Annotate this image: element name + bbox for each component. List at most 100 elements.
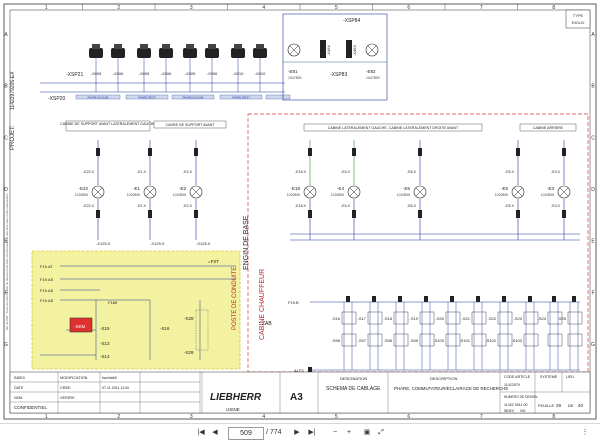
lamp-connector-label: -X006 <box>161 71 172 76</box>
lamp-conn: -E3.X <box>551 170 561 174</box>
cabine-chauffeur-label: CABINE CHAUFFEUR <box>259 269 266 340</box>
lamp-connector-label: -X006 <box>113 71 124 76</box>
lamp-code: 1020806 <box>127 193 140 197</box>
designation-label: DESIGNATION <box>340 376 367 381</box>
lamp-conn-bottom: -E18.X <box>295 204 307 208</box>
lamp-code: 1020806 <box>331 193 344 197</box>
cabin-relay-label: -S100 <box>433 338 444 343</box>
drawing-no-label: NUMERO DE DESSIN <box>504 395 538 399</box>
top-right-relay-block: -XSP84 -XSP83 -X464 -X463 -E91 1047800 -… <box>282 13 388 101</box>
cabin-switch-label: -S23 <box>514 316 523 321</box>
lamp-conn: -E1.X <box>137 170 147 174</box>
prev-page-icon[interactable]: ◀ <box>212 429 218 436</box>
fit-page-icon[interactable]: ▣ <box>363 429 371 436</box>
index-col: INDEX <box>14 376 26 380</box>
lamp-e91-code: 1047800 <box>288 76 302 80</box>
lieu-label: LIEU <box>566 375 574 379</box>
lamp-connector-3: -X006 <box>159 44 173 92</box>
title-block: MODIFICATION CREE VERIFIE 07.11.2011 11:… <box>9 371 591 414</box>
yellow-zone <box>31 250 241 370</box>
total-pages: / 774 <box>266 429 282 436</box>
page-number-input[interactable]: 509 <box>228 427 264 440</box>
lamp-id: -E22 <box>78 186 88 191</box>
yellow-zone-labels: F19.AT F19.AS F19.AS F19.AS F185 =FST -X… <box>40 241 219 305</box>
engin-de-base-label: ENGIN DE BASE <box>243 215 250 270</box>
col-header-modification: MODIFICATION <box>60 376 88 380</box>
column-label-bottom: 3 <box>190 414 193 420</box>
lamp-conn-bottom: -E2.X <box>183 204 193 208</box>
lamp-e91-label: -E91 <box>288 69 298 74</box>
switch-s15: -S15 <box>100 326 110 331</box>
format-label: A3 <box>290 392 303 403</box>
switch-s16: -S16 <box>160 326 170 331</box>
yellow-switches: -SEM -S15 -S13 -S14 -S16 -S28 -S29 <box>69 309 209 359</box>
fullscreen-icon[interactable]: ⤢ <box>378 429 384 436</box>
left-title-1: CABINE DE SUPPORT AVANT LATERALEMENT GAU… <box>60 122 156 126</box>
lamp-connector-label: -X005 <box>139 71 150 76</box>
cabin-relay-label: -S98 <box>384 338 393 343</box>
lamps-right-group: -E181020806-E18.X-E18.X-E41020806-E4.X-E… <box>287 140 580 241</box>
switch-s13: -S13 <box>100 341 110 346</box>
lamp-conn-bottom: -E5.X <box>505 204 515 208</box>
row-label-right: C <box>591 135 595 141</box>
first-page-icon[interactable]: |◀ <box>197 429 205 436</box>
settings-icon[interactable]: ⋮ <box>581 429 589 436</box>
zab-label: ZAB <box>262 321 272 327</box>
lamp-e92-label: -E92 <box>366 69 376 74</box>
last-page-icon[interactable]: ▶| <box>308 429 316 436</box>
lamp-e92 <box>365 43 379 57</box>
created-name: bachta60 <box>102 376 117 380</box>
column-label: 4 <box>262 5 265 11</box>
lamp-id: -E5 <box>501 186 509 191</box>
column-label: 8 <box>552 5 555 11</box>
column-label-bottom: 7 <box>480 414 483 420</box>
fst-label: =FST <box>208 259 219 264</box>
column-label: 2 <box>117 5 120 11</box>
lamp-conn: -E2.X <box>183 170 193 174</box>
next-page-icon[interactable]: ▶ <box>294 429 300 436</box>
confidential-label: CONFIDENTIEL <box>14 405 48 410</box>
page-label: FEUILLE <box>538 403 555 408</box>
code-label: CODE ARTICLE <box>504 375 531 379</box>
row-label-right: D <box>591 187 595 193</box>
wire-f19-at: F19.AT <box>40 264 53 269</box>
section-titles: CABINE DE SUPPORT AVANT LATERALEMENT GAU… <box>60 120 577 132</box>
cabin-switch-label: -S17 <box>358 316 367 321</box>
cabin-switch-8: -S24 <box>538 296 563 370</box>
cabin-switch-label: -S20 <box>436 316 445 321</box>
lamp-id: -E18 <box>290 186 300 191</box>
cabin-switch-label: -S22 <box>488 316 497 321</box>
row-label-right: E <box>591 239 595 245</box>
copyright-notice: DE 34 002 : Tous ces documents ne peuven… <box>5 193 9 330</box>
row-label-right: F <box>591 290 594 296</box>
index-value: 000 <box>520 409 526 413</box>
x125-label-2: -X125.X <box>150 241 165 246</box>
project-label: PROJET: <box>10 125 16 150</box>
zoom-out-icon[interactable]: − <box>332 429 338 436</box>
cabin-relay-label: -S99 <box>410 338 419 343</box>
type-label: TYPE <box>573 13 584 18</box>
x125-label-3: -X125.X <box>196 241 211 246</box>
nom-col: NOM <box>14 396 22 400</box>
lamp-conn-bottom: -E6.X <box>407 204 417 208</box>
lamps-left-group: -E221020806-E22.X-E22.X-E11020806-E1.X-E… <box>75 140 203 240</box>
column-label: 5 <box>335 5 338 11</box>
type-box <box>565 9 591 29</box>
lamp-code: 1020806 <box>541 193 554 197</box>
page-of: DE <box>568 403 574 408</box>
column-label-bottom: 6 <box>407 414 410 420</box>
cabin-switch-4: -S20 -S100 <box>433 296 461 370</box>
description-value: PHARE, COMMUTATEUR/ECLAIRAGE DE RECHERCH… <box>394 386 508 391</box>
created-date: 07.11.2011 11:00 <box>102 386 129 390</box>
lamp-connector-1: -X006 <box>111 44 125 92</box>
zoom-in-icon[interactable]: + <box>346 429 352 436</box>
connector-xsp83: -XSP83 <box>330 72 347 78</box>
cabin-switch-matrix: -S16-S96-S17-S97-S18-S98-S19-S99-S20-S10… <box>332 296 583 370</box>
lamp-connector-label: -X005 <box>91 71 102 76</box>
lamp-bar-label: PHARE DROIT <box>138 95 156 99</box>
lamp-code: 1020806 <box>287 193 300 197</box>
lamp-code: 1020806 <box>75 193 88 197</box>
index-label: INDEX <box>504 409 515 413</box>
